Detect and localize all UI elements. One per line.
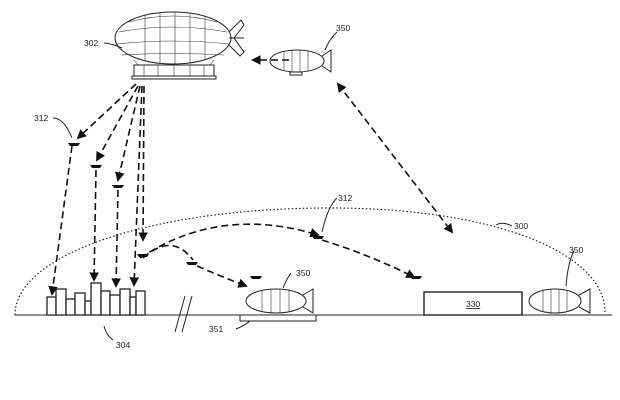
label-landing-pad: 351 xyxy=(209,324,223,334)
uav-markers xyxy=(68,143,422,279)
label-shuttle-airship-top: 350 xyxy=(336,23,350,33)
shuttle-airship-right xyxy=(528,288,591,314)
delivery-paths xyxy=(48,55,454,296)
label-leaders xyxy=(52,31,575,341)
landing-pad xyxy=(239,314,317,322)
label-buildings: 304 xyxy=(116,340,130,350)
label-coverage-area: 300 xyxy=(514,221,528,231)
shuttle-airship-landed xyxy=(245,288,314,314)
materials-handling-facility xyxy=(423,291,523,316)
label-uav-left: 312 xyxy=(34,113,48,123)
label-shuttle-airship-landed: 350 xyxy=(296,268,310,278)
buildings-cluster xyxy=(46,282,146,316)
shuttle-airship-top xyxy=(269,49,332,76)
label-materials-handling-facility: 330 xyxy=(466,299,480,309)
label-fulfillment-airship: 302 xyxy=(84,38,98,48)
label-shuttle-airship-right: 350 xyxy=(569,245,583,255)
fulfillment-airship xyxy=(114,11,245,80)
ground-break-marks xyxy=(174,295,193,333)
label-uav-center: 312 xyxy=(338,193,352,203)
